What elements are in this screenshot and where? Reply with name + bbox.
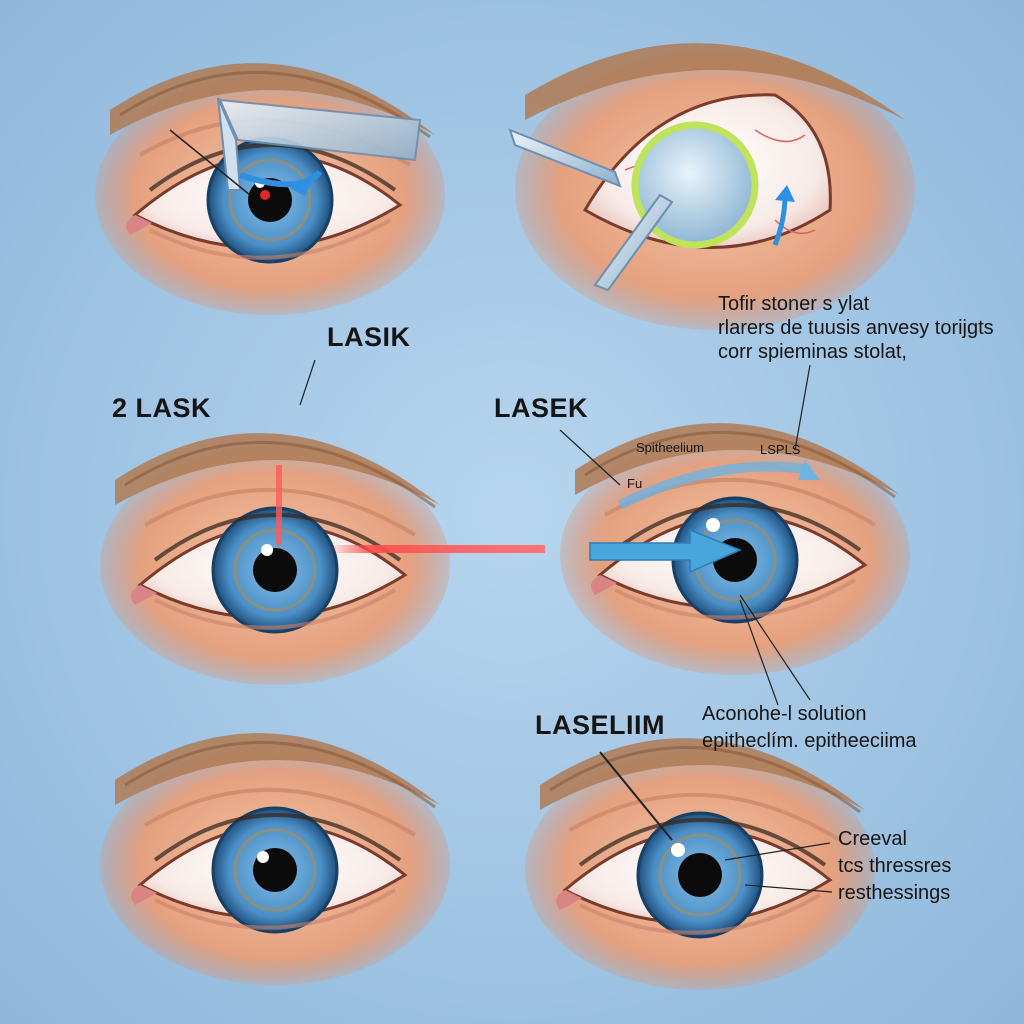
label-lasik: LASIK xyxy=(327,322,411,353)
creeval-line-2: tcs thressres xyxy=(838,855,951,878)
solution-line-2: epitheclím. epitheeciima xyxy=(702,730,917,753)
top-note-line-1: Tofir stoner s ylat xyxy=(718,293,869,316)
top-note-line-3: corr spieminas stolat, xyxy=(718,341,907,364)
creeval-line-1: Creeval xyxy=(838,828,907,851)
solution-line-1: Aconohe-l solution xyxy=(702,703,867,726)
label-epithelium: Spitheelium xyxy=(636,441,704,456)
label-lsps: LSPLS xyxy=(760,443,800,458)
label-laseliim: LASELIIM xyxy=(535,710,665,741)
creeval-line-3: resthessings xyxy=(838,882,950,905)
label-2-lask: 2 LASK xyxy=(112,393,211,424)
label-lasek: LASEK xyxy=(494,393,588,424)
top-note-line-2: rlarers de tuusis anvesy torijgts xyxy=(718,317,994,340)
label-fu: Fu xyxy=(627,477,642,492)
